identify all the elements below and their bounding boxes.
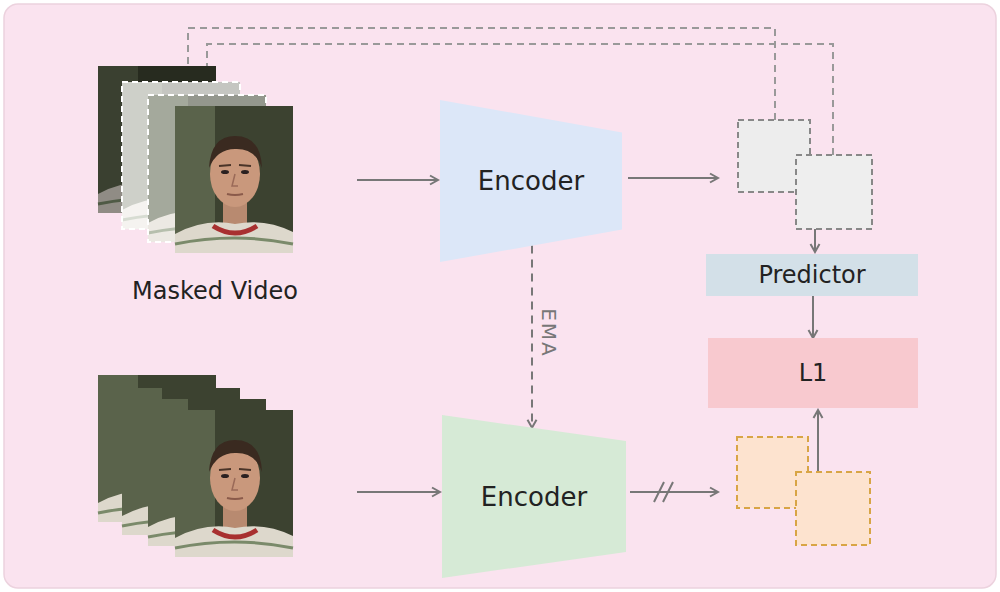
context-features — [738, 120, 872, 229]
encoder-block: Encoder — [442, 415, 626, 578]
loss-box: L1 — [708, 338, 918, 408]
caption-label: Masked Video — [132, 277, 298, 305]
stop-gradient-mark — [654, 482, 673, 502]
node-label: L1 — [799, 359, 828, 387]
flow-arrow — [357, 491, 440, 493]
panel-background — [4, 4, 996, 588]
video-frames-masked — [98, 66, 293, 253]
node-label: Encoder — [481, 482, 587, 512]
video-frames-full — [98, 375, 293, 557]
ema-connector — [531, 246, 533, 428]
node-label: Encoder — [478, 166, 584, 196]
target-features — [737, 437, 870, 545]
edge-label: EMA — [537, 308, 561, 358]
flow-arrow — [814, 229, 816, 252]
flow-connector — [812, 296, 814, 338]
flow-arrow — [630, 491, 718, 493]
flow-arrow — [817, 410, 819, 471]
flow-arrow — [628, 177, 718, 179]
predictor-box: Predictor — [706, 254, 918, 296]
node-label: Predictor — [758, 261, 865, 289]
flow-arrow — [357, 179, 438, 181]
encoder-block: Encoder — [440, 100, 622, 262]
